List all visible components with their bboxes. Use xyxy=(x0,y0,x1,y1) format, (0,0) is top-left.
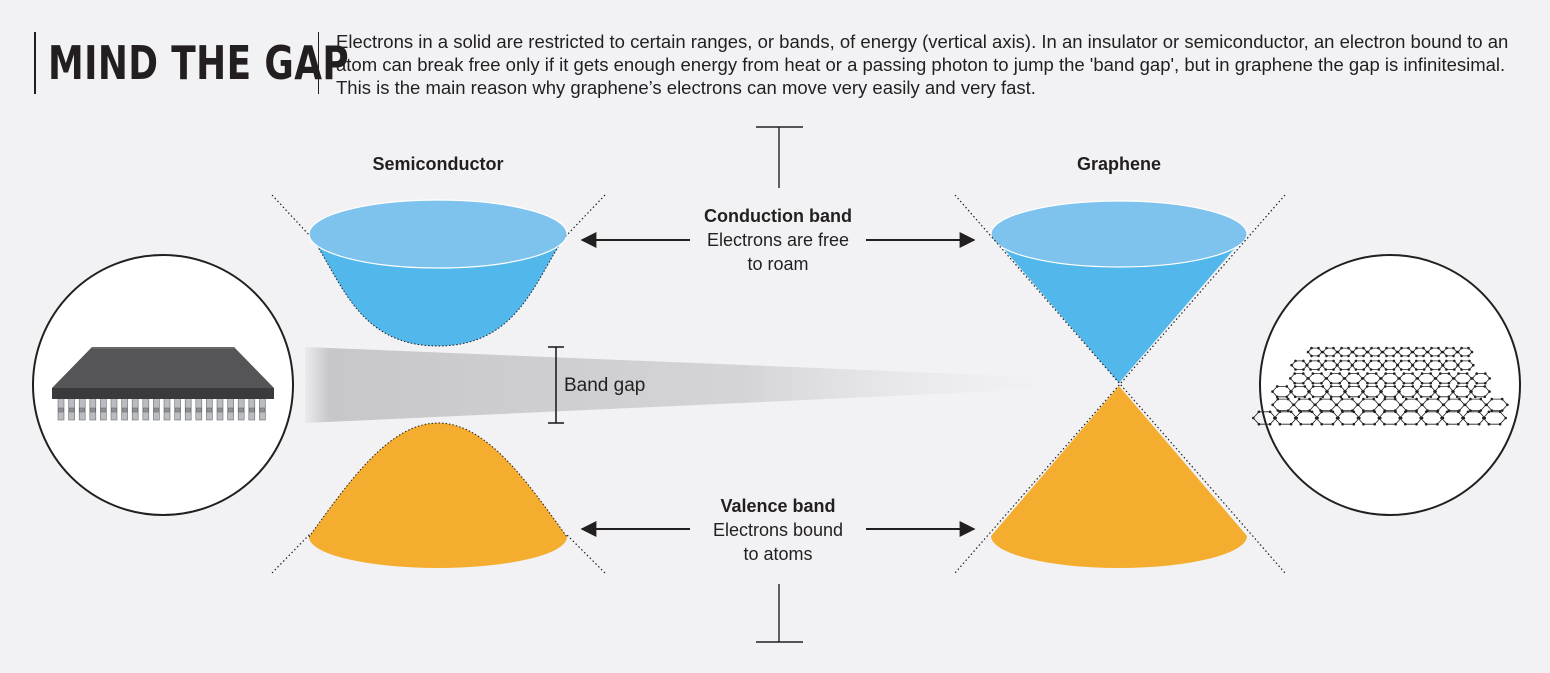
band-gap-bracket xyxy=(548,346,564,424)
graphene-valence-cone xyxy=(991,386,1247,568)
semiconductor-valence-band xyxy=(308,422,568,568)
conduction-band-line2: to roam xyxy=(747,254,808,274)
valence-band-title: Valence band xyxy=(720,496,835,516)
graphene-conduction-cone xyxy=(990,200,1248,383)
band-gap-shading xyxy=(300,345,1110,425)
title-rule xyxy=(34,32,36,94)
semiconductor-conduction-band xyxy=(308,199,568,347)
description-rule xyxy=(318,32,319,94)
valence-band-line1: Electrons bound xyxy=(713,520,843,540)
energy-axis-top xyxy=(756,126,803,188)
semiconductor-label: Semiconductor xyxy=(372,154,503,174)
page-description: Electrons in a solid are restricted to c… xyxy=(336,31,1509,98)
semiconductor-guide-lines xyxy=(271,194,606,574)
conduction-band-line1: Electrons are free xyxy=(707,230,849,250)
graphene-label: Graphene xyxy=(1077,154,1161,174)
band-gap-label: Band gap xyxy=(564,375,645,396)
microchip-icon xyxy=(32,254,294,516)
page-title: MIND THE GAP xyxy=(48,36,350,90)
conduction-band-title: Conduction band xyxy=(704,206,852,226)
valence-band-line2: to atoms xyxy=(743,544,812,564)
graphene-lattice-icon xyxy=(1252,254,1521,516)
energy-axis-bottom xyxy=(756,584,803,643)
